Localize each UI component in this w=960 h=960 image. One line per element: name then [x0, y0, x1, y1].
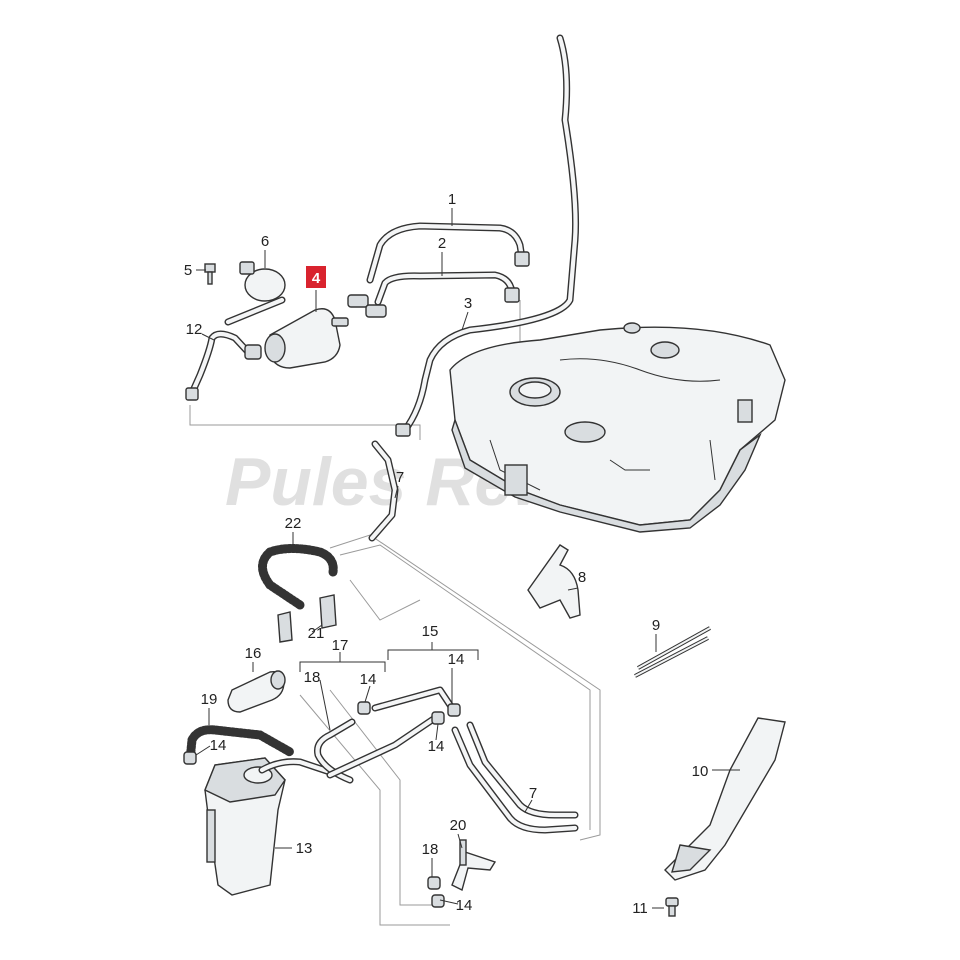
callout-18-a[interactable]: 18	[304, 669, 321, 686]
callout-14-c[interactable]: 14	[428, 738, 445, 755]
callout-7-upper[interactable]: 7	[396, 469, 404, 486]
corrugated-hose-22	[258, 544, 338, 610]
callout-2[interactable]: 2	[438, 235, 446, 252]
fuel-line-1	[366, 222, 530, 284]
callout-10[interactable]: 10	[692, 763, 709, 780]
fuel-line-12	[185, 330, 262, 401]
callout-16[interactable]: 16	[245, 645, 262, 662]
callout-20[interactable]: 20	[450, 817, 467, 834]
callout-12[interactable]: 12	[186, 321, 203, 338]
fuel-filter	[264, 308, 349, 369]
bolt-11	[665, 897, 679, 917]
callout-3[interactable]: 3	[464, 295, 472, 312]
fuel-line-2	[374, 271, 520, 306]
callout-1[interactable]: 1	[448, 191, 456, 208]
heat-shield-10	[664, 717, 786, 881]
callout-14-e[interactable]: 14	[456, 897, 473, 914]
callout-11[interactable]: 11	[632, 900, 648, 917]
callout-17[interactable]: 17	[332, 637, 349, 654]
sleeve-16	[227, 670, 286, 713]
callout-7-lower[interactable]: 7	[529, 785, 537, 802]
bracket-20	[451, 839, 497, 892]
fuel-tank	[449, 322, 786, 533]
filter-connectors	[347, 294, 387, 318]
callout-8[interactable]: 8	[578, 569, 586, 586]
fuel-line-3	[395, 34, 580, 437]
callout-4: 4	[312, 270, 321, 287]
callout-labels: 1 2 3 5 6 7 8 9 10 11 12 13 14 14 14 14 …	[184, 191, 709, 917]
callout-15[interactable]: 15	[422, 623, 439, 640]
callout-14-a[interactable]: 14	[360, 671, 377, 688]
leader-lines	[195, 208, 740, 909]
charcoal-canister-13	[204, 757, 334, 896]
clips-21	[277, 594, 337, 643]
callout-14-b[interactable]: 14	[448, 651, 465, 668]
callout-14-d[interactable]: 14	[210, 737, 227, 754]
rods-9	[634, 626, 711, 678]
filter-clamp	[224, 261, 286, 326]
callout-9[interactable]: 9	[652, 617, 660, 634]
callout-21[interactable]: 21	[308, 625, 325, 642]
routing-lines	[189, 300, 601, 926]
bracket-8	[527, 544, 581, 619]
callout-19[interactable]: 19	[201, 691, 218, 708]
callout-6[interactable]: 6	[261, 233, 269, 250]
callout-13[interactable]: 13	[296, 840, 313, 857]
fuel-lines-7-lower	[451, 721, 579, 834]
hose-7-upper	[368, 440, 399, 542]
hose-19	[185, 725, 295, 765]
callout-5[interactable]: 5	[184, 262, 192, 279]
callout-22[interactable]: 22	[285, 515, 302, 532]
hoses-17-18	[314, 686, 456, 784]
bolt-5	[204, 263, 216, 285]
fittings-14	[183, 701, 461, 908]
highlight-badge-part-4[interactable]: 4	[306, 266, 326, 288]
callout-18-b[interactable]: 18	[422, 841, 439, 858]
